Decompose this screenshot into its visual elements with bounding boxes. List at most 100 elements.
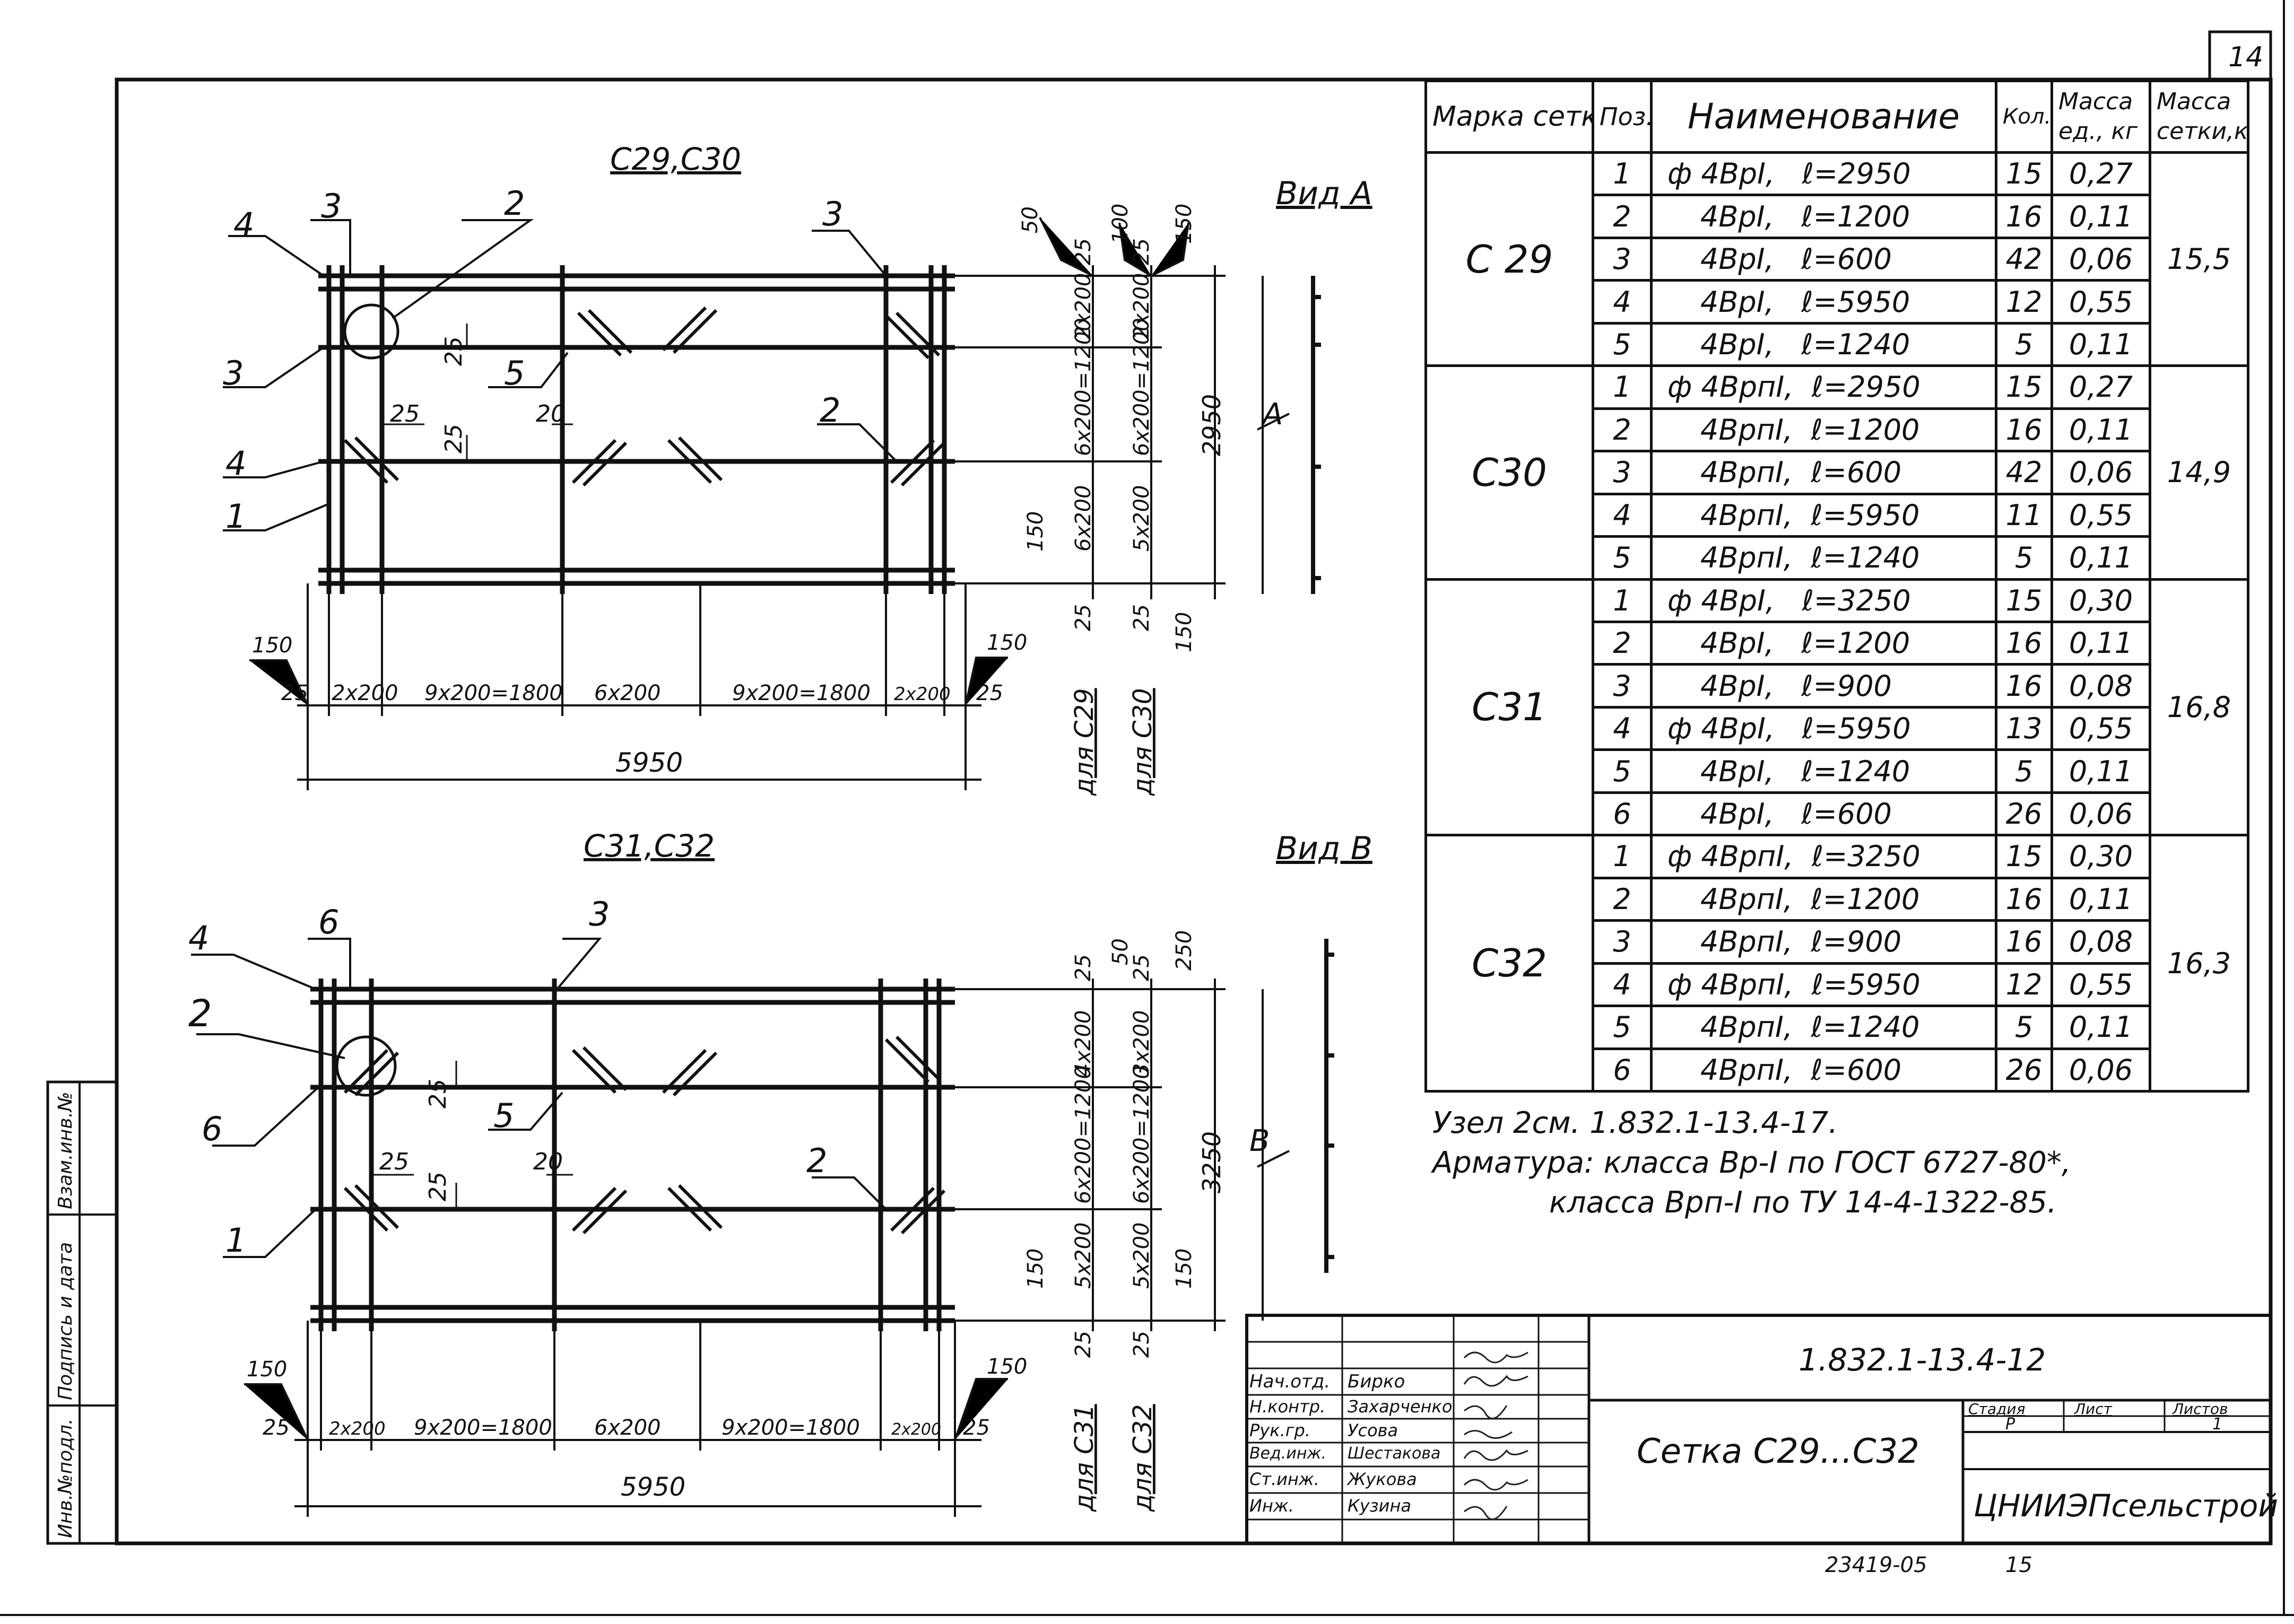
svg-text:6х200: 6х200 xyxy=(1071,485,1096,552)
bottom-for-c32: для С32 xyxy=(1128,1404,1158,1512)
svg-text:4х200: 4х200 xyxy=(1071,1010,1096,1077)
mass-c29: 15,5 xyxy=(2149,151,2249,368)
bottom-callouts: 4 6 3 2 6 5 2 1 xyxy=(188,895,827,1260)
table-row: 4 ф 4ВрI, ℓ=5950 13 0,55 xyxy=(1426,705,2248,752)
top-section-arrow: А xyxy=(1261,397,1283,432)
svg-text:2х200: 2х200 xyxy=(329,1418,386,1439)
table-row: 5 4ВрI, ℓ=1240 5 0,11 xyxy=(1426,748,2248,794)
svg-text:3: 3 xyxy=(822,195,843,233)
svg-text:25: 25 xyxy=(1129,604,1154,631)
archive-number: 23419-05 xyxy=(1825,1553,1927,1577)
side-stamp-replace: Взам.инв.№ xyxy=(55,1092,76,1209)
svg-text:3: 3 xyxy=(321,187,342,225)
svg-text:6х200=1200: 6х200=1200 xyxy=(1071,1066,1096,1204)
grade-c31: С31 xyxy=(1424,578,1594,837)
top-overall-width: 5950 xyxy=(615,747,683,778)
svg-text:3х200: 3х200 xyxy=(1129,1010,1154,1077)
grade-c29: С 29 xyxy=(1424,151,1594,368)
note-rebar-2: класса Врп-I по ТУ 14-4-1322-85. xyxy=(1549,1185,2057,1220)
table-row: 2 4ВрпI, ℓ=1200 16 0,11 xyxy=(1426,407,2248,453)
mesh-c29-c30 xyxy=(223,217,1321,790)
svg-text:6: 6 xyxy=(202,1110,222,1148)
svg-text:6х200=1200: 6х200=1200 xyxy=(1129,1066,1154,1204)
footer-page: 15 xyxy=(2005,1553,2032,1577)
svg-text:6х200=1200: 6х200=1200 xyxy=(1129,318,1154,456)
svg-text:50: 50 xyxy=(1018,206,1042,233)
side-stamp-sign: Подпись и дата xyxy=(55,1242,76,1400)
svg-text:150: 150 xyxy=(1172,612,1196,652)
table-row: 2 4ВрI, ℓ=1200 16 0,11 xyxy=(1426,194,2248,239)
side-stamp xyxy=(46,1080,118,1545)
svg-text:9х200=1800: 9х200=1800 xyxy=(424,681,563,705)
svg-text:50: 50 xyxy=(1108,938,1133,965)
svg-text:25: 25 xyxy=(263,1416,290,1440)
top-for-c29: для С29 xyxy=(1070,688,1099,796)
table-row: 2 4ВрI, ℓ=1200 16 0,11 xyxy=(1426,620,2248,666)
table-row: 4 ф 4ВрпI, ℓ=5950 12 0,55 xyxy=(1426,962,2248,1008)
svg-text:2х200: 2х200 xyxy=(894,684,951,705)
svg-text:100: 100 xyxy=(1108,204,1133,244)
sheets-label: Листов xyxy=(2173,1400,2228,1418)
top-right-dims: 50 25 100 25 150 2х200 2х200 6х200=1200 … xyxy=(1018,204,1226,652)
svg-text:4: 4 xyxy=(225,444,246,483)
svg-text:25: 25 xyxy=(976,681,1003,705)
svg-text:3: 3 xyxy=(589,895,610,933)
svg-text:3250: 3250 xyxy=(1197,1131,1226,1193)
svg-text:25: 25 xyxy=(1129,954,1154,981)
mass-c31: 16,8 xyxy=(2149,578,2249,837)
svg-text:9х200=1800: 9х200=1800 xyxy=(722,1416,860,1440)
table-row: 3 4ВрпI, ℓ=600 42 0,06 xyxy=(1426,450,2248,495)
bottom-view-title: С31,С32 xyxy=(584,828,715,864)
svg-text:9х200=1800: 9х200=1800 xyxy=(732,681,871,705)
svg-text:6: 6 xyxy=(318,903,339,941)
svg-text:25: 25 xyxy=(390,400,420,427)
spec-header-row: Марка сетки Поз. Наименование Кол. Масса… xyxy=(1424,80,2249,154)
svg-text:4: 4 xyxy=(233,205,254,244)
bottom-small-dims: 25 25 20 25 xyxy=(379,1079,563,1201)
svg-text:2х200: 2х200 xyxy=(1071,273,1096,339)
org-name: ЦНИИЭПсельстрой xyxy=(1974,1488,2279,1524)
svg-text:6х200=1200: 6х200=1200 xyxy=(1071,318,1096,456)
top-callouts: 4 3 2 3 3 5 2 4 1 xyxy=(223,184,843,536)
table-row: 5 4ВрпI, ℓ=1240 5 0,11 xyxy=(1426,1005,2248,1050)
svg-text:2х200: 2х200 xyxy=(332,681,398,705)
table-row: 3 4ВрI, ℓ=600 42 0,06 xyxy=(1426,236,2248,282)
hdr-mesh-mass: Масса сетки,кг xyxy=(2149,80,2249,154)
svg-text:5: 5 xyxy=(504,354,525,392)
bottom-view-label: Вид В xyxy=(1276,830,1372,867)
table-row: 2 4ВрпI, ℓ=1200 16 0,11 xyxy=(1426,876,2248,922)
svg-text:25: 25 xyxy=(1129,1331,1154,1358)
sheet-title: Сетка С29...С32 xyxy=(1637,1432,1919,1471)
table-row: 4 4ВрпI, ℓ=5950 11 0,55 xyxy=(1426,492,2248,538)
svg-text:25: 25 xyxy=(1071,238,1096,265)
hdr-unit-mass: Масса ед., кг xyxy=(2050,80,2151,154)
svg-text:20: 20 xyxy=(533,1148,563,1175)
note-rebar-1: Арматура: класса Вр-I по ГОСТ 6727-80*, xyxy=(1432,1146,2071,1180)
note-node: Узел 2см. 1.832.1-13.4-17. xyxy=(1432,1106,1838,1140)
svg-text:150: 150 xyxy=(1023,1248,1048,1289)
svg-text:6х200: 6х200 xyxy=(594,1416,661,1440)
top-small-dims: 25 25 20 25 xyxy=(390,336,566,453)
svg-text:25: 25 xyxy=(424,1079,451,1108)
sheets-value: 1 xyxy=(2212,1415,2223,1434)
svg-text:25: 25 xyxy=(1071,954,1096,981)
svg-text:2х200: 2х200 xyxy=(1129,273,1154,339)
svg-text:20: 20 xyxy=(536,400,566,427)
svg-text:9х200=1800: 9х200=1800 xyxy=(414,1416,552,1440)
stage-label: Стадия xyxy=(1968,1400,2026,1418)
svg-text:25: 25 xyxy=(424,1172,451,1201)
top-view-label: Вид А xyxy=(1276,175,1372,212)
table-row: 3 4ВрпI, ℓ=900 16 0,08 xyxy=(1426,919,2248,965)
svg-text:5х200: 5х200 xyxy=(1129,485,1154,552)
svg-text:150: 150 xyxy=(1023,511,1048,552)
bottom-for-c31: для С31 xyxy=(1070,1404,1099,1512)
svg-text:2: 2 xyxy=(504,184,525,223)
svg-text:4: 4 xyxy=(188,919,209,957)
svg-text:250: 250 xyxy=(1172,930,1196,971)
table-row: 5 4ВрпI, ℓ=1240 5 0,11 xyxy=(1426,535,2248,581)
bottom-section-arrow: В xyxy=(1249,1124,1270,1158)
svg-text:5х200: 5х200 xyxy=(1129,1223,1154,1289)
hdr-name: Наименование xyxy=(1650,80,1997,154)
svg-text:1: 1 xyxy=(225,497,246,536)
svg-text:150: 150 xyxy=(1172,204,1196,244)
